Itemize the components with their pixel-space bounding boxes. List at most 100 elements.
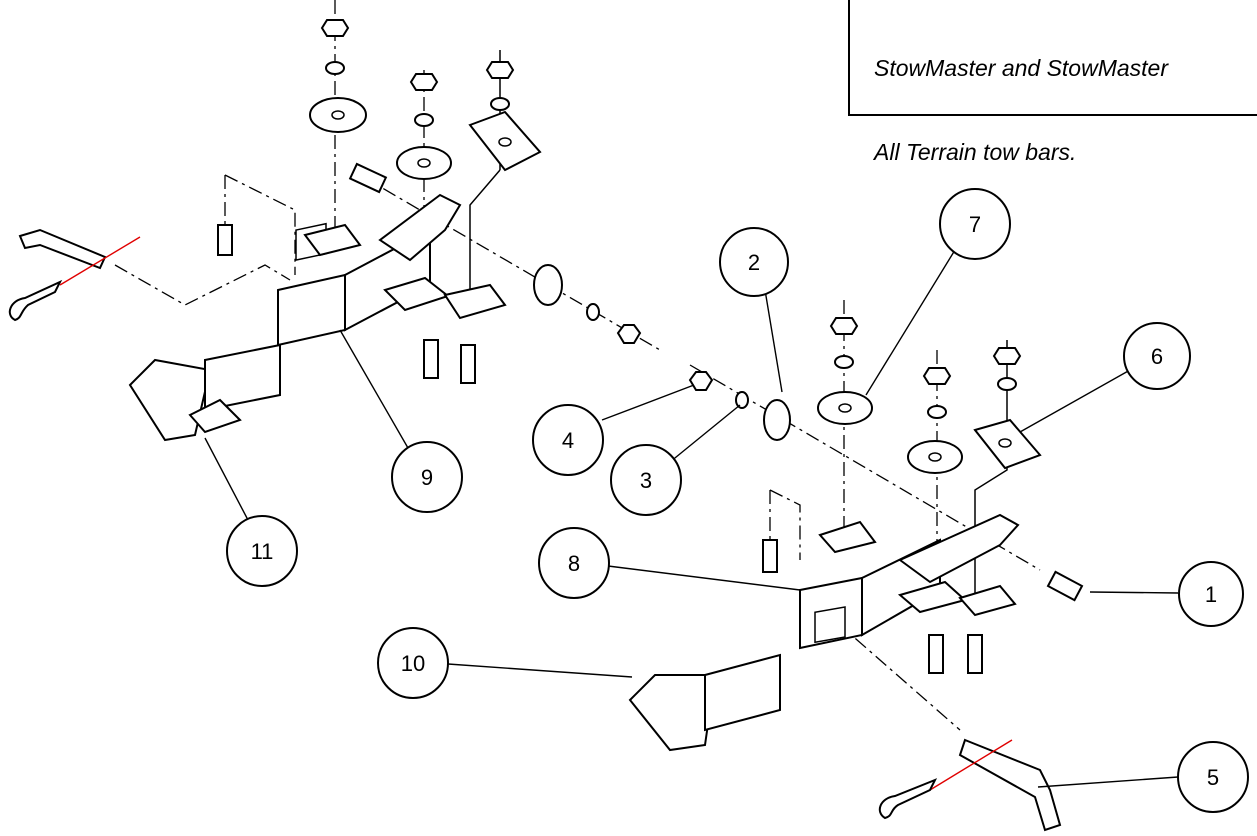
callout-7-label: 7 [969, 212, 981, 237]
callout-6-leader [1019, 369, 1131, 433]
stinger-tube [704, 653, 781, 732]
mount-bracket [303, 223, 362, 257]
washer-hole [331, 110, 345, 120]
hairpin-clip [878, 778, 938, 820]
flat-washer [309, 97, 367, 133]
lock-washer [414, 113, 434, 127]
hex-nut [485, 61, 515, 79]
hex-nut [320, 19, 350, 37]
callouts: 1 2 3 4 5 6 7 8 9 10 [204, 188, 1249, 813]
stinger-clevis [128, 358, 212, 442]
hitch-pin [18, 228, 107, 270]
stinger-tab [188, 398, 242, 434]
hex-bolt [348, 162, 388, 194]
washer-hole [417, 158, 431, 168]
hitch-pin [958, 738, 1062, 832]
backing-plate [468, 110, 542, 172]
note-box: StowMaster and StowMaster All Terrain to… [848, 0, 1257, 165]
callout-8-label: 8 [568, 551, 580, 576]
callout-5-label: 5 [1207, 765, 1219, 790]
center-line [224, 174, 296, 275]
pin-axis [929, 739, 1013, 791]
callout-10-leader [447, 663, 633, 678]
hex-bolt [762, 539, 778, 573]
callout-7-leader [865, 249, 956, 396]
callout-10 [377, 627, 449, 699]
lower-assembly [628, 300, 1084, 832]
lock-washer [927, 405, 947, 419]
note-text: StowMaster and StowMaster All Terrain to… [874, 0, 1168, 222]
lock-washer [490, 97, 510, 111]
note-line-1: StowMaster and StowMaster [874, 55, 1169, 81]
stinger-clevis [628, 674, 717, 752]
callout-6-label: 6 [1151, 344, 1163, 369]
upper-assembly [8, 0, 661, 442]
hairpin-clip [8, 279, 63, 322]
callout-2 [719, 227, 789, 297]
lock-washer [997, 377, 1017, 391]
callout-4-label: 4 [562, 428, 574, 453]
receiver-face-plate [799, 576, 863, 650]
receiver-face-plate [277, 273, 346, 347]
hex-bolt [460, 344, 476, 384]
callout-6 [1123, 322, 1191, 390]
hex-nut [992, 347, 1022, 365]
center-line [469, 169, 501, 300]
center-line [769, 489, 801, 560]
washer-hole [928, 452, 942, 462]
bolt-center-line [359, 174, 661, 351]
receiver-opening [814, 606, 846, 644]
hex-nut [616, 324, 642, 344]
callout-3-label: 3 [640, 468, 652, 493]
hex-bolt [967, 634, 983, 674]
callout-5 [1177, 741, 1249, 813]
mount-bracket [958, 584, 1017, 617]
callout-11-leader [204, 437, 249, 521]
backing-plate [973, 418, 1042, 470]
washer-hole [838, 403, 852, 413]
callout-8 [538, 527, 610, 599]
flat-washer [907, 440, 963, 474]
callout-9-label: 9 [421, 465, 433, 490]
lock-washer [735, 391, 749, 409]
mount-bracket [818, 520, 877, 554]
lock-washer [325, 61, 345, 75]
mount-arm [898, 513, 1020, 584]
hex-bolt [423, 339, 439, 379]
pin-axis [59, 236, 141, 286]
callout-11-label: 11 [251, 539, 274, 564]
callout-11 [226, 515, 298, 587]
callout-1 [1178, 561, 1244, 627]
callout-2-leader [764, 289, 783, 393]
hex-nut [409, 73, 439, 91]
callout-5-leader [1037, 776, 1179, 788]
callout-9-leader [339, 329, 409, 449]
pin-center-line [114, 264, 291, 306]
callout-8-leader [607, 565, 801, 591]
callout-2-label: 2 [748, 250, 760, 275]
hex-bolt [217, 224, 233, 256]
flat-washer [763, 399, 791, 441]
callout-4-leader [601, 384, 695, 421]
hex-nut [922, 367, 952, 385]
lock-washer [586, 303, 600, 321]
lock-washer [834, 355, 854, 369]
mount-arm [378, 193, 462, 262]
plate-hole [498, 137, 512, 147]
callout-3 [610, 444, 682, 516]
flat-washer [533, 264, 563, 306]
note-line-2: All Terrain tow bars. [874, 139, 1077, 165]
flat-washer [396, 146, 452, 180]
hex-nut [688, 371, 714, 391]
plate-hole [998, 438, 1012, 448]
callout-1-label: 1 [1205, 582, 1217, 607]
callout-10-label: 10 [401, 651, 425, 676]
flat-washer [817, 391, 873, 425]
hex-bolt [928, 634, 944, 674]
hex-bolt [1046, 570, 1084, 602]
callout-3-leader [669, 404, 741, 463]
mount-bracket [443, 283, 507, 320]
callout-1-leader [1089, 591, 1179, 594]
callout-4 [532, 404, 604, 476]
